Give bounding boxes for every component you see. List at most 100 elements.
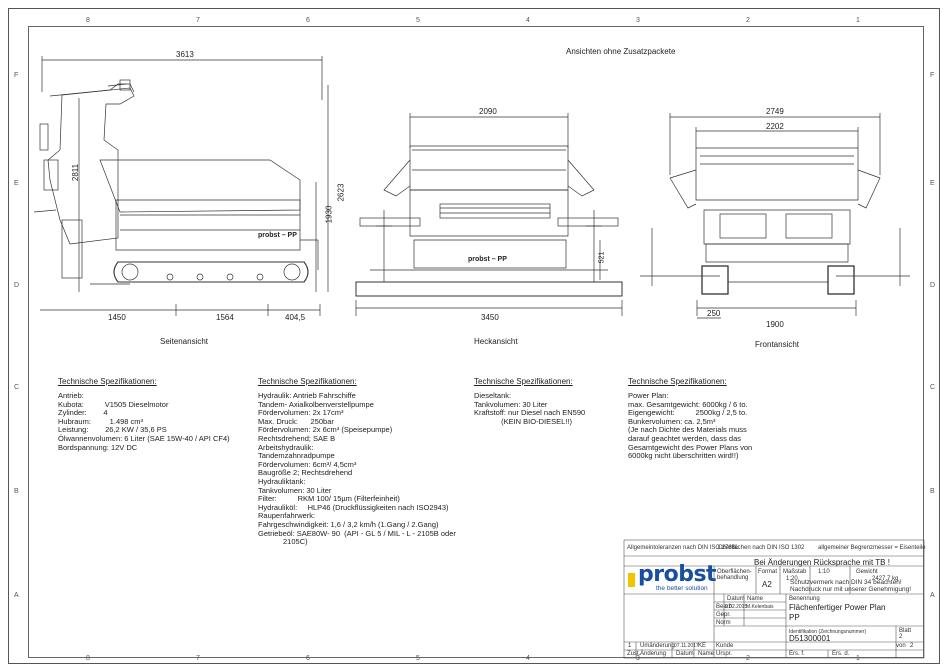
dim-side-total: 3613 (176, 50, 194, 59)
spec-line: (Je nach Dichte des Materials muss (628, 425, 747, 435)
dim-front-top2: 2202 (766, 122, 784, 131)
weight-value: 2427,7 kg (872, 576, 899, 582)
spec-col4-body: Power Plan: max. Gesamtgewicht: 6000kg /… (628, 391, 753, 461)
zone-top: 6 (306, 17, 310, 24)
dim-front-top1: 2749 (766, 107, 784, 116)
logo-tagline: the better solution (656, 585, 708, 592)
col-zust: Zust. (627, 651, 641, 657)
zone-right: D (930, 282, 936, 289)
col-ers-durch: Ers. d. (832, 651, 850, 657)
spec-line: Max. Druck: 250bar (258, 416, 334, 426)
spec-line: Fahrgeschwindigkeit: 1,6 / 3,2 km/h (1.G… (258, 519, 439, 529)
name-col-label: Name (747, 596, 764, 602)
logo-bar-icon (628, 573, 635, 587)
spec-line: Arbeitshydraulik: (258, 442, 314, 452)
front-view-caption: Frontansicht (755, 340, 800, 349)
scale-second: 1:10 (818, 569, 830, 575)
title-block-lines (623, 539, 925, 659)
zone-bottom: 6 (306, 655, 310, 662)
spec-line: Getriebeöl: SAE80W- 90 (API - GL 5 / MIL… (258, 528, 456, 538)
dim-front-b2: 1900 (766, 320, 784, 329)
dim-side-h1: 2811 (71, 163, 81, 182)
sheet-border (8, 8, 940, 664)
zone-top: 2 (746, 17, 750, 24)
rear-view-drawing (355, 113, 623, 316)
bearb-label: Bearb. (716, 604, 734, 610)
zone-right: E (930, 180, 935, 187)
zone-bottom: 5 (416, 655, 420, 662)
zone-right: C (930, 384, 936, 391)
dim-side-b3: 404,5 (285, 313, 306, 322)
zone-bottom: 1 (856, 655, 860, 662)
side-brand-label: probst – PP (258, 232, 297, 239)
sheet-value: 2 (899, 634, 903, 640)
date-col-label: Datum (727, 596, 745, 602)
spec-line: Power Plan: (628, 391, 669, 400)
probst-logo: probst the better solution (628, 562, 717, 592)
logo-text: probst (638, 562, 717, 587)
zone-top: 8 (86, 17, 90, 24)
spec-line: Kraftstoff: nur Diesel nach EN590 (474, 408, 586, 418)
zone-right: F (930, 72, 935, 79)
spec-line: Hydrauliktank: (258, 476, 306, 486)
rev-zust: 1 (628, 643, 632, 649)
drawing-number: D51300001 (789, 634, 831, 643)
zone-bottom: 4 (526, 655, 530, 662)
spec-line: Tandemzahnradpumpe (258, 451, 335, 461)
bearb-name: M.Kelenbais (746, 604, 774, 610)
spec-line: Fördervolumen: 2x 17cm³ (258, 408, 344, 418)
spec-line: Zylinder: 4 (58, 408, 108, 418)
spec-line: Bunkervolumen: ca. 2,5m³ (628, 416, 716, 426)
spec-line: Baugröße 2; Rechtsdrehend (258, 468, 353, 478)
norm-label: Norm (716, 620, 731, 626)
rev-date: 07.11.2017 (674, 643, 699, 649)
spec-line: Fördervolumen: 6cm³/ 4,5cm³ (258, 459, 357, 469)
zone-left: D (14, 282, 20, 289)
format-label: Format (758, 569, 778, 575)
col-urspr: Urspr. (716, 651, 733, 657)
sheet-label: Blatt (899, 628, 912, 634)
spec-col2-title: Technische Spezifikationen: (258, 377, 357, 386)
drawing-frame (28, 26, 924, 658)
spec-line: Dieseltank: (474, 391, 512, 400)
kunde-label: Kunde (716, 643, 734, 649)
rev-name: KE (698, 643, 707, 649)
dim-rear-side: 521 (598, 251, 606, 264)
bearb-date: 9.02.2015 (725, 604, 748, 610)
rear-brand-label: probst – PP (468, 256, 507, 263)
zone-bottom: 8 (86, 655, 90, 662)
spec-line: Kubota: V1505 Dieselmotor (58, 399, 169, 409)
dim-side-h2: 2623 (336, 183, 346, 202)
spec-line: Tankvolumen: 30 Liter (474, 399, 548, 409)
zone-top: 3 (636, 17, 640, 24)
spec-col1-title: Technische Spezifikationen: (58, 377, 157, 386)
spec-line: 2105C) (258, 537, 308, 547)
spec-line: Hubraum: 1.498 cm³ (58, 416, 144, 426)
zone-top: 4 (526, 17, 530, 24)
sheets-label: von (896, 643, 906, 649)
spec-line: 6000kg nicht überschritten wird!!) (628, 451, 739, 461)
side-view-caption: Seitenansicht (160, 337, 209, 346)
spec-line: darauf geachtet werden, dass das (628, 433, 741, 443)
tolerance-general: Allgemeintoleranzen nach DIN ISO 2768c (627, 545, 739, 551)
ident-label: Identifikation (Zeichnungsnummer) (789, 629, 866, 635)
zone-right: A (930, 592, 935, 599)
zone-top: 7 (196, 17, 200, 24)
spec-line: Leistung: 26,2 KW / 35,6 PS (58, 425, 167, 435)
surface-label: Oberflächen-behandlung (717, 569, 752, 581)
spec-line: Gesamtgewicht des Power Plans von (628, 442, 753, 452)
zone-left: E (14, 180, 19, 187)
spec-line: Ölwannenvolumen: 6 Liter (SAE 15W-40 / A… (58, 433, 230, 443)
spec-line: Hydraulik: Antrieb Fahrschiffe (258, 391, 356, 400)
spec-col2-body: Hydraulik: Antrieb Fahrschiffe Tandem- A… (258, 391, 456, 547)
zone-left: C (14, 384, 20, 391)
dim-rear-top: 2090 (479, 107, 497, 116)
tolerance-surface: Oberflächen nach DIN ISO 1302 (718, 545, 805, 551)
zone-left: B (14, 488, 19, 495)
col-datum: Datum (676, 651, 694, 657)
spec-col3-body: Dieseltank: Tankvolumen: 30 Liter Krafts… (474, 391, 586, 426)
zone-top: 5 (416, 17, 420, 24)
dim-side-b2: 1564 (216, 313, 234, 322)
title-label: Benennung (789, 596, 820, 602)
